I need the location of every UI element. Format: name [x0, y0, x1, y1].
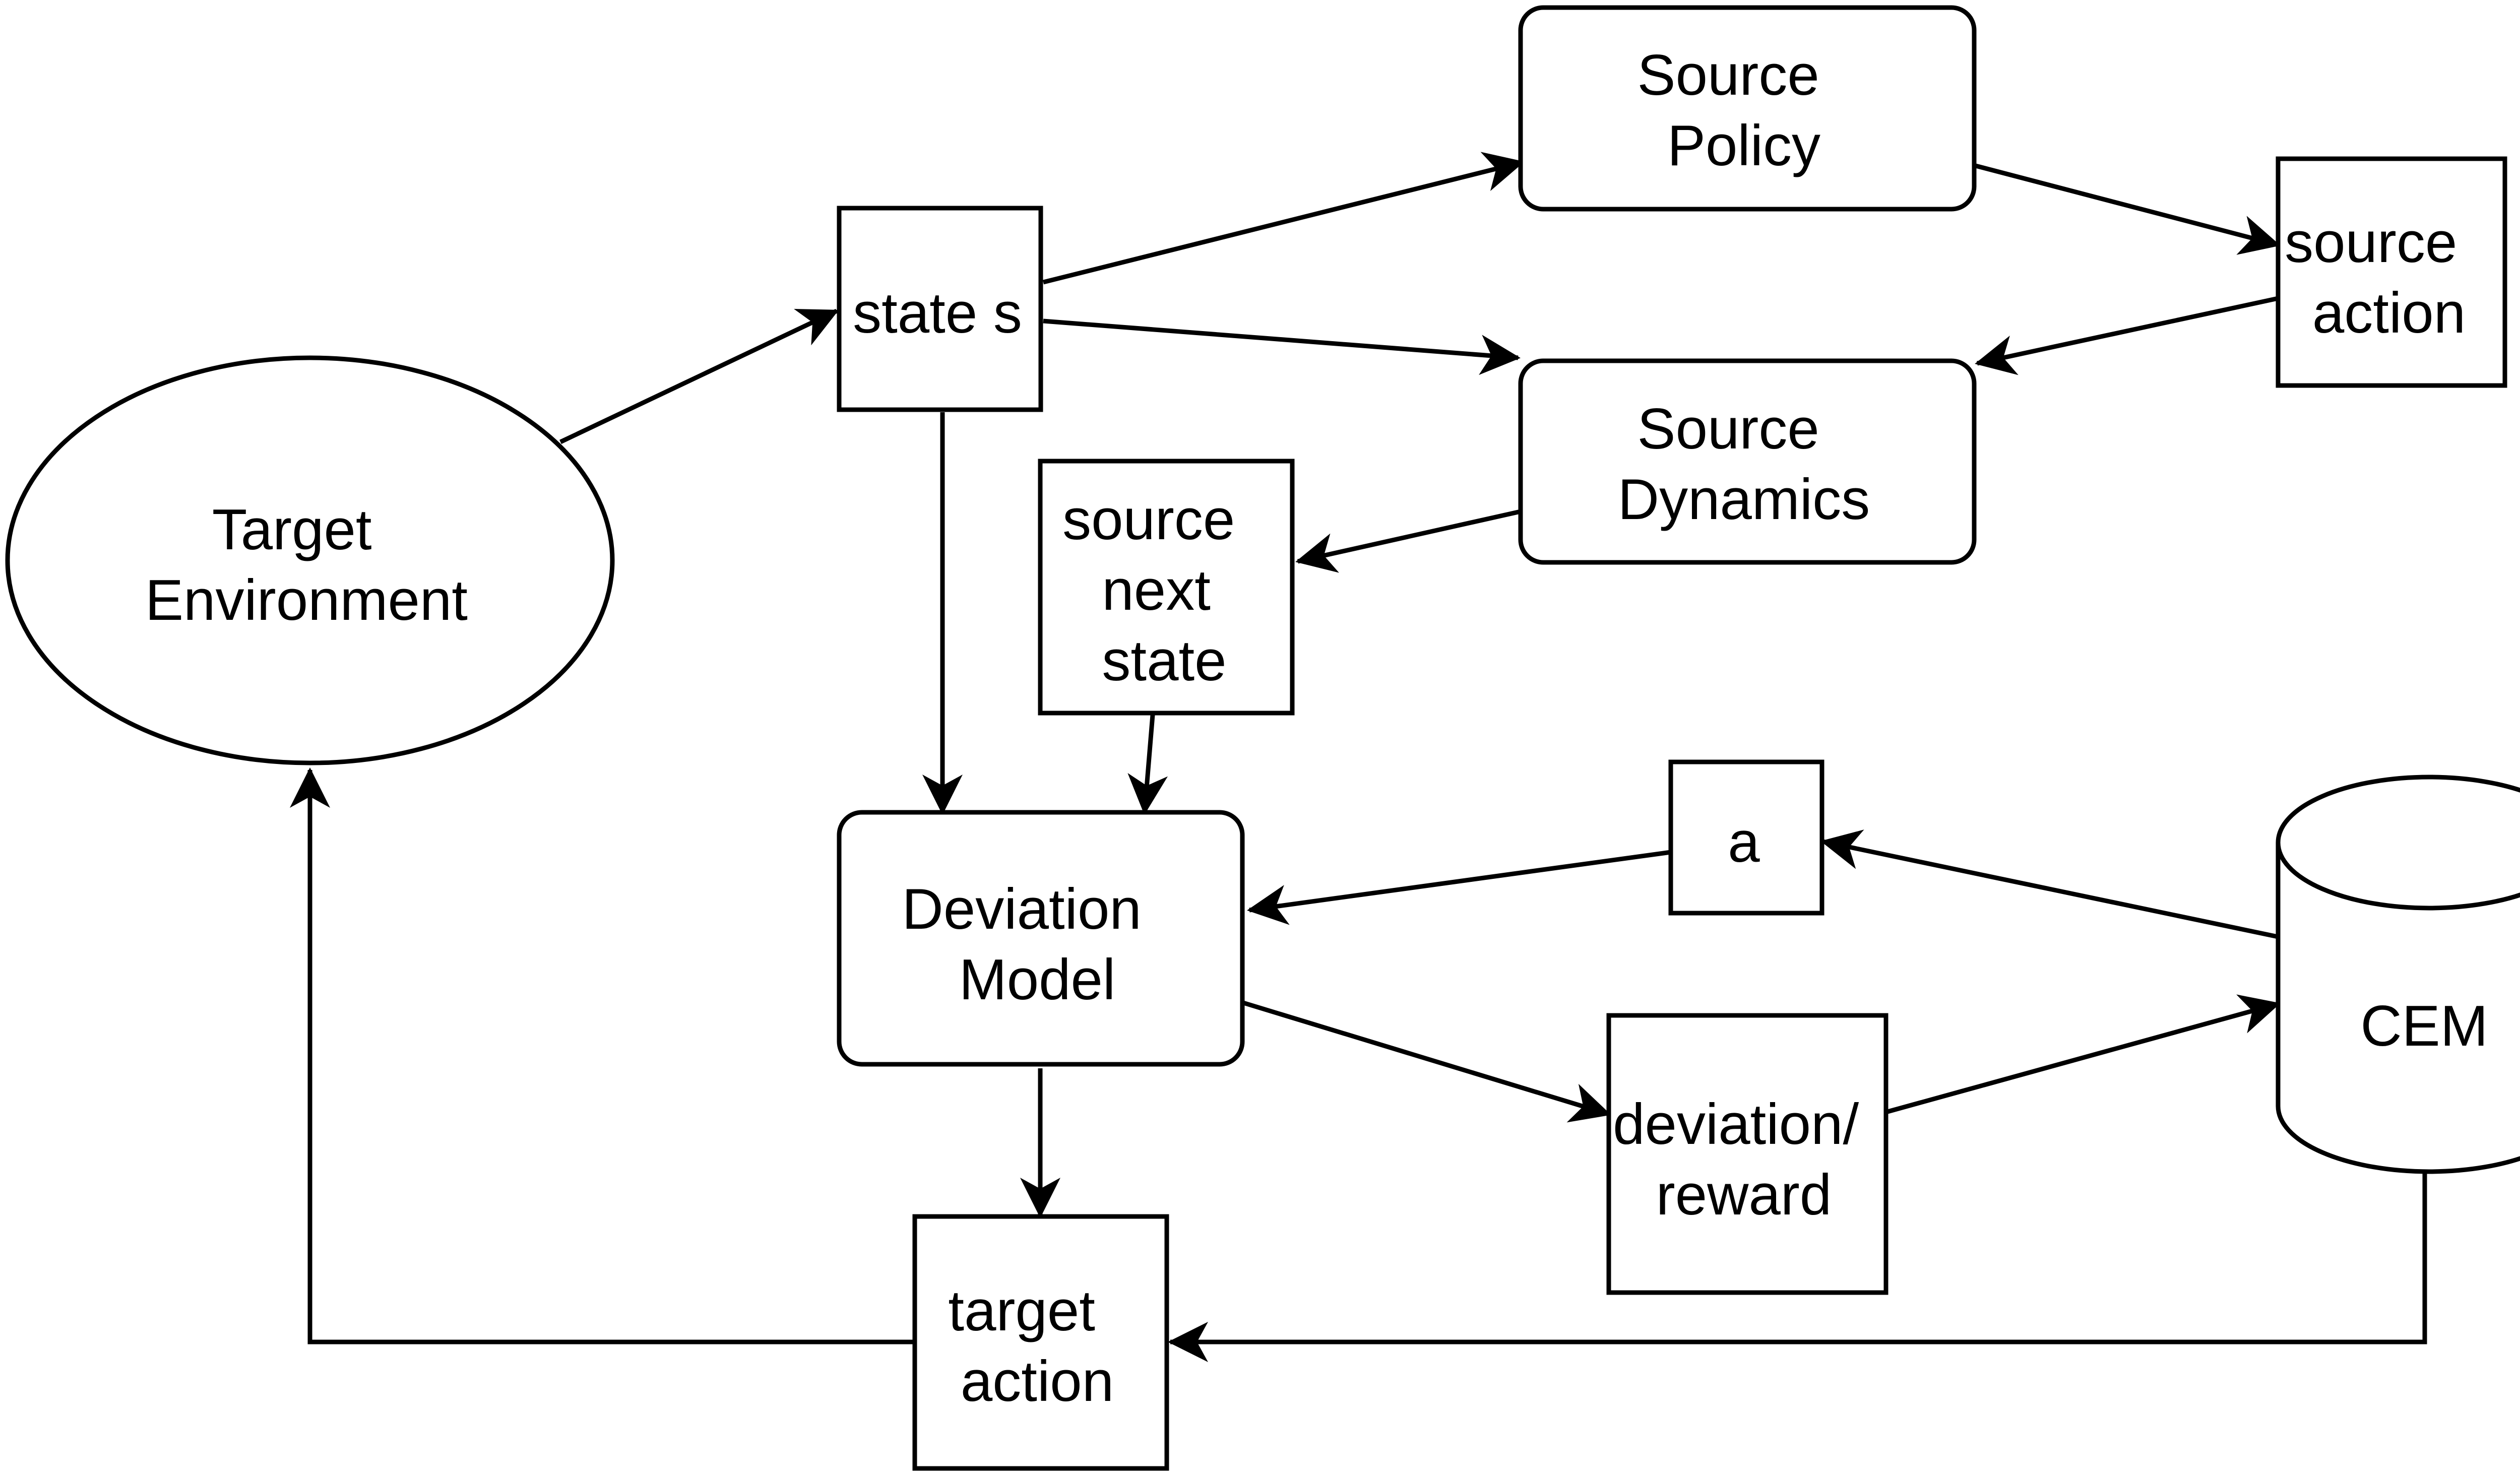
node-state-s: state s — [837, 206, 1043, 412]
a-label: a — [1728, 810, 1760, 874]
edge-source-action-to-source-dynamics — [1975, 296, 2279, 375]
a-shape — [1668, 759, 1824, 916]
target-environment-shape — [5, 355, 615, 765]
edge-source-policy-to-source-action — [1975, 163, 2281, 255]
source-next-state-shape — [1038, 459, 1295, 716]
node-deviation-reward: deviation/ reward — [1606, 1013, 1888, 1295]
node-a: a — [1668, 759, 1824, 916]
node-source-policy: Source Policy — [1518, 5, 1977, 212]
state-s-label: state s — [853, 281, 1022, 345]
source-next-state-label-line2: next — [1102, 558, 1210, 622]
source-action-label-line2: action — [2312, 281, 2466, 345]
cem-shape — [2276, 775, 2520, 1174]
edge-deviation-model-to-reward — [1242, 1000, 1611, 1123]
node-target-environment: Target Environment — [5, 355, 615, 765]
node-source-action: source action — [2276, 156, 2507, 388]
deviation-model-shape — [837, 810, 1245, 1067]
node-source-dynamics: Source Dynamics — [1518, 358, 1977, 565]
target-action-label-line2: action — [961, 1350, 1114, 1414]
deviation-reward-label-line1: deviation/ — [1613, 1093, 1859, 1157]
edge-cem-to-target-action — [1168, 1174, 2427, 1362]
edges — [290, 152, 2427, 1362]
target-action-shape — [912, 1214, 1169, 1471]
source-next-state-label-line3: state — [1102, 629, 1226, 693]
source-policy-label-line1: Source — [1637, 43, 1819, 107]
edge-cem-to-a — [1820, 829, 2279, 939]
node-target-action: target action — [912, 1214, 1169, 1471]
target-action-label-line1: target — [948, 1279, 1095, 1343]
source-dynamics-label-line1: Source — [1637, 397, 1819, 461]
target-environment-label-line2: Environment — [145, 568, 468, 632]
deviation-model-label-line2: Model — [959, 948, 1116, 1012]
source-next-state-label-line1: source — [1062, 488, 1235, 552]
node-cem: CEM — [2276, 775, 2520, 1174]
deviation-reward-label: deviation/ reward — [1613, 1093, 1875, 1227]
edge-state-to-source-policy — [1042, 152, 1525, 285]
edge-reward-to-cem — [1883, 994, 2281, 1115]
cem-label: CEM — [2360, 994, 2488, 1058]
edge-a-to-deviation-model — [1247, 850, 1671, 925]
target-action-label: target action — [948, 1279, 1114, 1414]
source-action-shape — [2276, 156, 2507, 388]
edge-environment-to-state — [559, 308, 839, 444]
node-deviation-model: Deviation Model — [837, 810, 1245, 1067]
source-policy-label: Source Policy — [1637, 43, 1836, 178]
state-s-shape — [837, 206, 1043, 412]
source-policy-shape — [1518, 5, 1977, 212]
source-action-label: source action — [2285, 211, 2473, 345]
node-source-next-state: source next state — [1038, 459, 1295, 716]
source-dynamics-shape — [1518, 358, 1977, 565]
edge-next-state-to-deviation-model — [1127, 715, 1168, 815]
deviation-model-label: Deviation Model — [902, 877, 1158, 1012]
cem-top-rim — [2276, 842, 2520, 911]
source-next-state-label: source next state — [1062, 488, 1251, 693]
target-environment-label: Target Environment — [145, 498, 468, 632]
edge-state-to-source-dynamics — [1043, 318, 1521, 375]
deviation-model-label-line1: Deviation — [902, 877, 1142, 941]
deviation-reward-label-line2: reward — [1656, 1163, 1832, 1227]
edge-target-action-to-environment — [290, 767, 915, 1344]
source-dynamics-label: Source Dynamics — [1618, 397, 1870, 532]
source-policy-label-line2: Policy — [1667, 114, 1820, 178]
target-environment-label-line1: Target — [212, 498, 372, 562]
edge-source-dynamics-to-next-state — [1295, 509, 1521, 573]
source-action-label-line1: source — [2285, 211, 2457, 275]
deviation-reward-shape — [1606, 1013, 1888, 1295]
source-dynamics-label-line2: Dynamics — [1618, 468, 1870, 532]
